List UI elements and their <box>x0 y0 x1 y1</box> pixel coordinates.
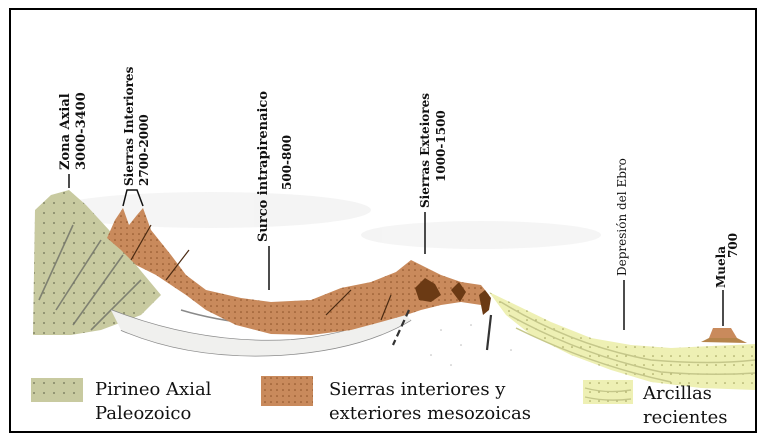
muela-altitude: 700 <box>726 233 740 258</box>
legend-mesozoic-line2: exteriores mesozoicas <box>329 402 531 426</box>
surco-intrapirenaico-altitude: 500-800 <box>280 135 294 190</box>
legend-swatch-mesozoic <box>261 376 313 406</box>
depresion-ebro-label: Depresión del Ebro <box>615 158 629 276</box>
sierras-interiores-altitude: 2700-2000 <box>137 114 151 186</box>
legend-clays-text: Arcillas recientes <box>643 382 727 430</box>
legend-mesozoic-line1: Sierras interiores y <box>329 378 531 402</box>
legend-swatch-clays <box>583 380 633 404</box>
legend-clays-line1: Arcillas <box>643 382 727 406</box>
subsurface-dots <box>430 324 512 366</box>
legend-mesozoic-text: Sierras interiores y exteriores mesozoic… <box>329 378 531 426</box>
legend-paleozoic-line1: Pirineo Axial <box>95 378 211 402</box>
diagram-frame: Zona Axial 3000-3400 Sierras Interiores … <box>9 8 757 433</box>
legend-paleozoic-text: Pirineo Axial Paleozoico <box>95 378 211 426</box>
geologic-cross-section: Zona Axial 3000-3400 Sierras Interiores … <box>11 10 755 431</box>
faults <box>393 310 491 350</box>
sierras-interiores-label: Sierras Interiores <box>122 66 136 186</box>
zona-axial-altitude: 3000-3400 <box>74 92 89 170</box>
legend-clays-line2: recientes <box>643 406 727 430</box>
sierras-exteriores-altitude: 1000-1500 <box>434 110 448 182</box>
legend-paleozoic-line2: Paleozoico <box>95 402 211 426</box>
zona-axial-label: Zona Axial <box>58 93 73 170</box>
legend-swatch-paleozoic <box>31 378 83 402</box>
muela-mesa <box>701 328 747 343</box>
surco-intrapirenaico-label: Surco intrapirenaico <box>256 91 271 242</box>
sierras-exteriores-label: Sierras Exteiores <box>418 93 432 208</box>
